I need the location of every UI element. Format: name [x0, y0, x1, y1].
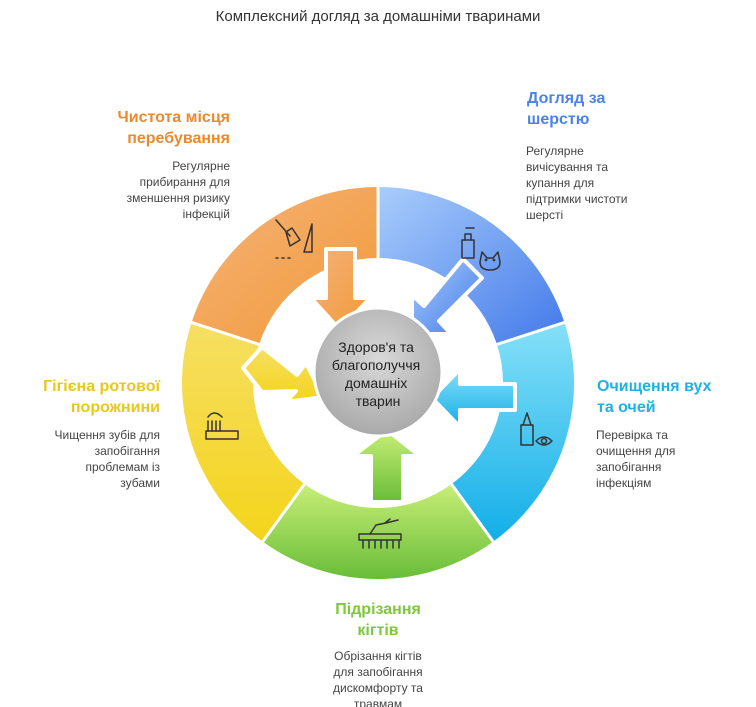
toothbrush-icon	[205, 412, 239, 440]
center-line-2: благополуччя	[332, 357, 420, 373]
ear-eye-description: Перевірка та очищення для запобігання ін…	[596, 428, 676, 490]
segment-teeth	[181, 322, 305, 542]
segment-dividers	[189, 185, 567, 545]
center-line-4: тварин	[356, 393, 401, 409]
center-line-1: Здоров'я та	[338, 339, 414, 355]
arrow-teeth	[241, 345, 325, 404]
segment-place	[191, 187, 378, 345]
paw-clipper-icon	[358, 518, 402, 549]
fur-care-title: Догляд за шерстю	[527, 90, 606, 128]
arrow-ears	[430, 367, 517, 429]
segment-ears	[451, 322, 575, 542]
center-label: Здоров'я та благополуччя домашніх тварин	[332, 339, 424, 409]
claws-description: Обрізання кігтів для запобігання дискомф…	[333, 649, 423, 707]
shampoo-cat-icon	[461, 227, 501, 271]
center-line-3: домашніх	[345, 375, 407, 391]
teeth-title: Гігієна ротової порожнини	[43, 378, 160, 416]
teeth-description: Чищення зубів для запобігання проблемам …	[54, 428, 160, 490]
fur-care-description: Регулярне вичісування та купання для під…	[526, 144, 628, 222]
place-cleanliness-title: Чистота місця перебування	[117, 109, 230, 147]
arrow-fur	[410, 257, 484, 336]
segment-claws	[262, 484, 494, 580]
claws-title: Підрізання кігтів	[335, 601, 421, 639]
ear-eye-title: Очищення вух та очей	[597, 378, 712, 416]
center-circle	[312, 306, 444, 438]
arrow-claws	[351, 428, 422, 504]
dropper-eye-icon	[520, 412, 553, 446]
diagram-title: Комплексний догляд за домашніми тваринам…	[215, 8, 541, 25]
place-cleanliness-description: Регулярне прибирання для зменшення ризик…	[126, 159, 230, 221]
broom-dustpan-icon	[275, 219, 313, 259]
ring	[181, 185, 575, 580]
